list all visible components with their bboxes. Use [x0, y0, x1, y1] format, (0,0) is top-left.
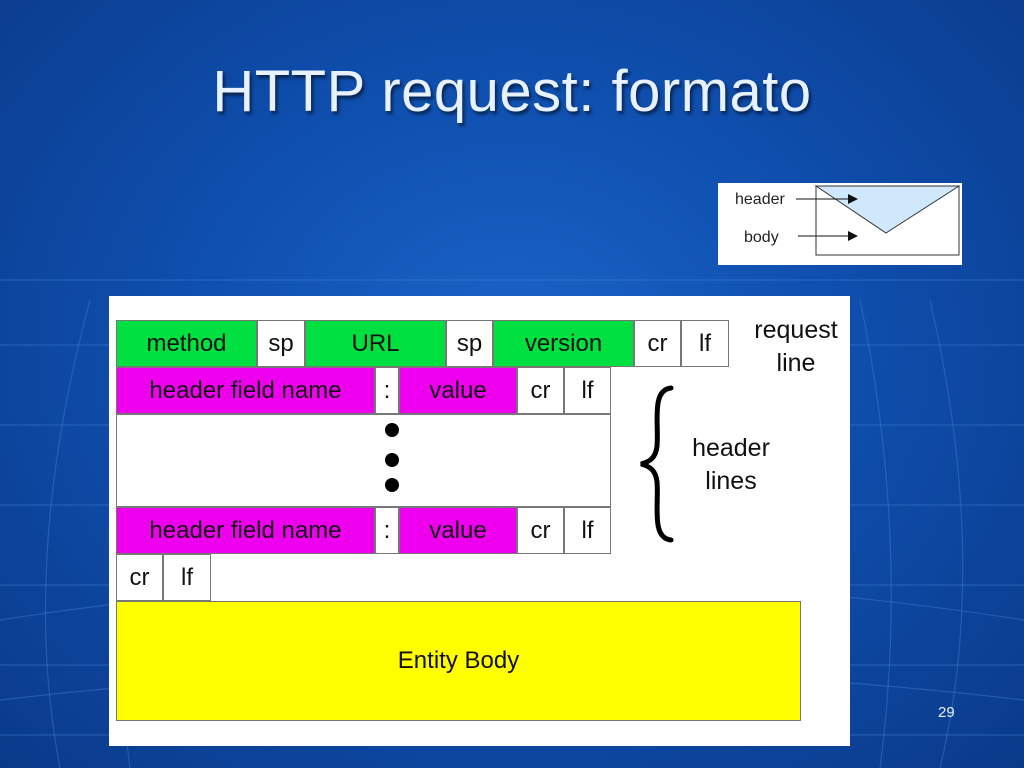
- request-line-label-line1: request: [754, 316, 838, 344]
- lf-field: lf: [564, 367, 611, 414]
- header-lines-label-line2: lines: [705, 467, 757, 495]
- ellipsis-dot: [385, 478, 399, 492]
- header-field-name: header field name: [116, 507, 375, 554]
- method-field: method: [116, 320, 257, 367]
- request-line-label: request line: [741, 314, 851, 380]
- version-field: version: [493, 320, 634, 367]
- legend-body-label: body: [744, 229, 779, 246]
- header-value-field: value: [399, 367, 517, 414]
- url-field: URL: [305, 320, 446, 367]
- colon-field: :: [375, 507, 399, 554]
- header-lines-label: header lines: [681, 432, 781, 498]
- page-number: 29: [938, 704, 955, 721]
- space-field: sp: [446, 320, 493, 367]
- lf-field: lf: [681, 320, 729, 367]
- request-line-label-line2: line: [776, 349, 816, 377]
- cr-field: cr: [116, 554, 163, 601]
- legend-header-label: header: [735, 191, 785, 208]
- ellipsis-dot: [385, 453, 399, 467]
- space-field: sp: [257, 320, 305, 367]
- cr-field: cr: [517, 367, 564, 414]
- header-field-name: header field name: [116, 367, 375, 414]
- header-lines-brace: [640, 385, 674, 543]
- header-lines-label-line1: header: [692, 434, 770, 462]
- slide-title: HTTP request: formato: [212, 59, 812, 124]
- entity-body: Entity Body: [116, 601, 801, 721]
- legend-graphic: [796, 185, 961, 256]
- cr-field: cr: [517, 507, 564, 554]
- lf-field: lf: [564, 507, 611, 554]
- more-header-lines: [116, 414, 611, 507]
- ellipsis-dot: [385, 423, 399, 437]
- cr-field: cr: [634, 320, 681, 367]
- colon-field: :: [375, 367, 399, 414]
- http-request-format-diagram: method sp URL sp version cr lf request l…: [109, 296, 850, 746]
- lf-field: lf: [163, 554, 211, 601]
- header-body-legend: header body: [718, 183, 962, 265]
- header-value-field: value: [399, 507, 517, 554]
